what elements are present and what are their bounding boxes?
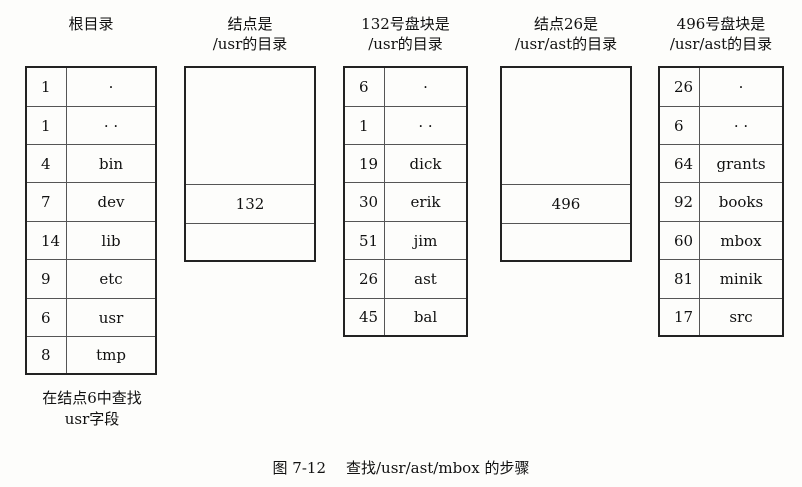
root-directory-table: 1 · 1 · · 4 bin 7 dev 14 lib 9 etc 6 usr…	[25, 66, 157, 375]
name-cell: tmp	[96, 346, 126, 364]
name-cell: dev	[97, 193, 125, 211]
lookup-note-line-2: usr字段	[64, 410, 120, 428]
inode-cell: 9	[27, 260, 67, 298]
inode-cell: 1	[27, 68, 67, 106]
heading-ast-inode-line-1: 结点26是	[533, 15, 599, 33]
inode-cell: 26	[345, 260, 385, 298]
inode-cell: 45	[345, 299, 385, 335]
table-row: 81 minik	[660, 259, 782, 298]
inode-cell: 51	[345, 222, 385, 259]
ast-inode-box: 496	[500, 66, 632, 262]
usr-inode-empty-row	[186, 223, 314, 260]
name-cell: bin	[98, 154, 124, 173]
inode-cell: 30	[345, 183, 385, 221]
name-cell: · ·	[733, 116, 749, 135]
usr-directory-table: 6 · 1 · · 19 dick 30 erik 51 jim 26 ast …	[343, 66, 468, 337]
name-cell: jim	[413, 231, 438, 250]
figure-caption: 图 7-12 查找/usr/ast/mbox 的步骤	[0, 457, 802, 478]
name-cell: src	[729, 308, 753, 326]
inode-cell: 6	[27, 299, 67, 336]
heading-usr-inode: 结点是 /usr的目录	[184, 14, 316, 54]
table-row: 19 dick	[345, 144, 466, 182]
usr-inode-box: 132	[184, 66, 316, 262]
table-row: 26 ·	[660, 68, 782, 106]
block-address-cell: 496	[551, 195, 581, 213]
inode-cell: 7	[27, 183, 67, 221]
inode-cell: 60	[660, 222, 700, 259]
inode-cell: 14	[27, 222, 67, 259]
table-row: 6 usr	[27, 298, 155, 336]
name-cell: dick	[409, 154, 442, 173]
inode-cell: 8	[27, 337, 67, 373]
name-cell: ·	[738, 78, 744, 96]
name-cell: lib	[101, 231, 121, 250]
heading-block-496-line-1: 496号盘块是	[676, 15, 766, 33]
name-cell: · ·	[103, 116, 119, 135]
table-row: 45 bal	[345, 298, 466, 335]
heading-block-496-line-2: /usr/ast的目录	[669, 35, 773, 53]
inode-cell: 64	[660, 145, 700, 182]
inode-cell: 17	[660, 299, 700, 335]
heading-ast-inode: 结点26是 /usr/ast的目录	[500, 14, 632, 54]
name-cell: grants	[716, 154, 766, 173]
name-cell: etc	[99, 270, 123, 288]
inode-cell: 6	[345, 68, 385, 106]
inode-cell: 92	[660, 183, 700, 221]
name-cell: · ·	[418, 116, 433, 135]
inode-cell: 1	[27, 107, 67, 144]
table-row: 14 lib	[27, 221, 155, 259]
table-row: 64 grants	[660, 144, 782, 182]
name-cell: bal	[413, 308, 438, 326]
name-cell: mbox	[720, 231, 762, 250]
table-row: 26 ast	[345, 259, 466, 298]
block-address-cell: 132	[235, 195, 265, 213]
inode-cell: 4	[27, 145, 67, 182]
table-row: 6 ·	[345, 68, 466, 106]
heading-block-496: 496号盘块是 /usr/ast的目录	[658, 14, 784, 54]
table-row: 1 ·	[27, 68, 155, 106]
heading-ast-inode-line-2: /usr/ast的目录	[514, 35, 618, 53]
heading-block-132: 132号盘块是 /usr的目录	[343, 14, 468, 54]
table-row: 30 erik	[345, 182, 466, 221]
inode-cell: 26	[660, 68, 700, 106]
lookup-note: 在结点6中查找 usr字段	[28, 388, 156, 430]
heading-usr-inode-line-1: 结点是	[227, 15, 273, 33]
name-cell: usr	[98, 308, 124, 327]
name-cell: ·	[108, 78, 114, 96]
heading-block-132-line-1: 132号盘块是	[361, 15, 450, 33]
table-row: 9 etc	[27, 259, 155, 298]
inode-cell: 19	[345, 145, 385, 182]
name-cell: books	[718, 193, 764, 211]
figure-title: 查找/usr/ast/mbox 的步骤	[346, 459, 530, 477]
name-cell: minik	[719, 270, 763, 288]
heading-root-line-1: 根目录	[68, 15, 114, 33]
table-row: 92 books	[660, 182, 782, 221]
table-row: 17 src	[660, 298, 782, 335]
figure-number: 图 7-12	[272, 459, 326, 477]
table-row: 8 tmp	[27, 336, 155, 373]
table-row: 4 bin	[27, 144, 155, 182]
ast-directory-table: 26 · 6 · · 64 grants 92 books 60 mbox 81…	[658, 66, 784, 337]
table-row: 7 dev	[27, 182, 155, 221]
table-row: 1 · ·	[345, 106, 466, 144]
table-row: 6 · ·	[660, 106, 782, 144]
name-cell: ast	[414, 270, 437, 288]
heading-usr-inode-line-2: /usr的目录	[212, 35, 288, 53]
inode-cell: 6	[660, 107, 700, 144]
table-row: 51 jim	[345, 221, 466, 259]
lookup-note-line-1: 在结点6中查找	[42, 389, 142, 407]
ast-inode-address-row: 496	[502, 184, 630, 223]
name-cell: ·	[423, 78, 428, 96]
table-row: 60 mbox	[660, 221, 782, 259]
ast-inode-empty-row	[502, 223, 630, 260]
name-cell: erik	[410, 193, 441, 211]
inode-cell: 1	[345, 107, 385, 144]
usr-inode-address-row: 132	[186, 184, 314, 223]
heading-root-dir: 根目录	[25, 14, 157, 34]
inode-cell: 81	[660, 260, 700, 298]
table-row: 1 · ·	[27, 106, 155, 144]
heading-block-132-line-2: /usr的目录	[368, 35, 443, 53]
